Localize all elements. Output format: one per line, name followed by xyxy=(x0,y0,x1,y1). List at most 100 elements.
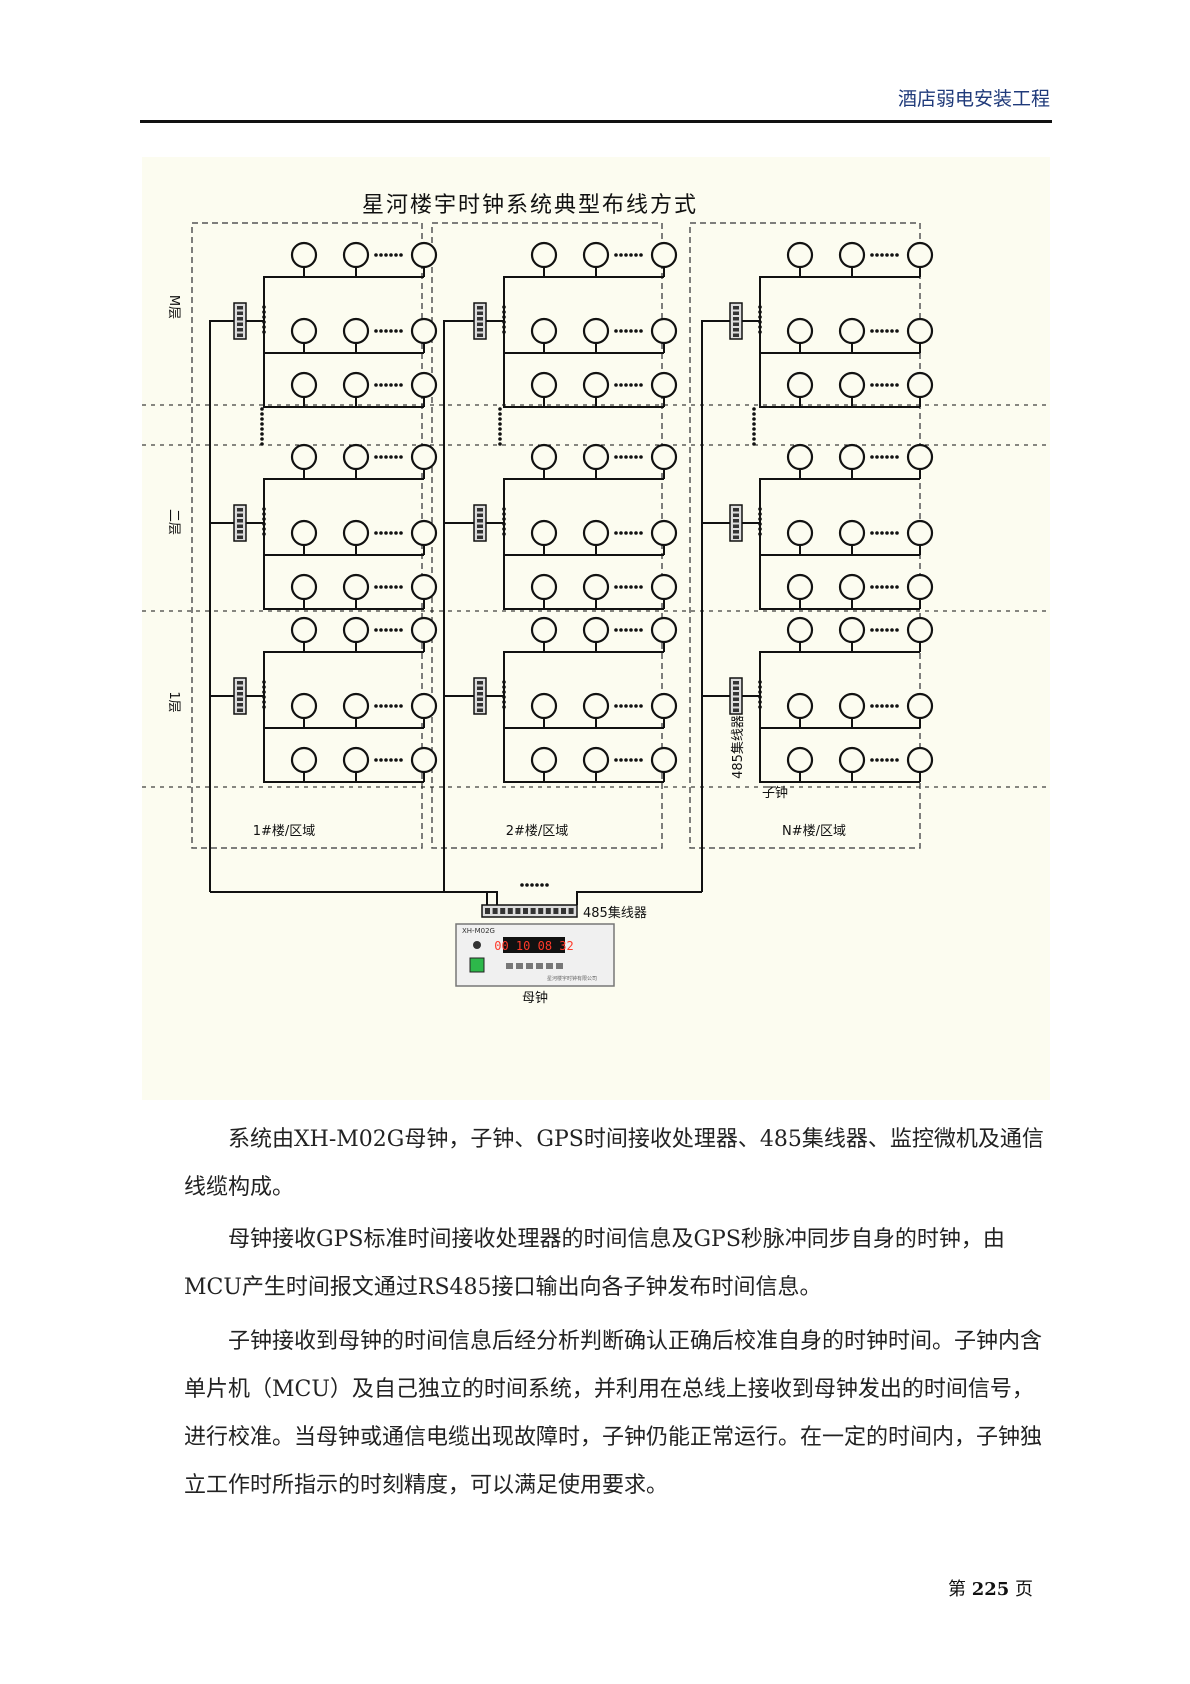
horizontal-ellipsis-dot xyxy=(885,531,889,535)
wire xyxy=(503,651,528,696)
wire xyxy=(263,696,288,783)
vertical-ellipsis-dot xyxy=(752,407,756,411)
slave-clock xyxy=(342,371,370,399)
slave-clock xyxy=(786,573,814,601)
vertical-ellipsis-dot xyxy=(758,690,762,694)
horizontal-ellipsis-dot xyxy=(639,383,643,387)
horizontal-ellipsis-dot xyxy=(895,383,899,387)
paragraph: 母钟接收GPS标准时间接收处理器的时间信息及GPS秒脉冲同步自身的时钟，由MCU… xyxy=(184,1227,1005,1300)
slave-clock xyxy=(530,746,558,774)
vertical-ellipsis-dot xyxy=(262,690,266,694)
vertical-ellipsis-dot xyxy=(502,690,506,694)
slave-clock xyxy=(410,443,438,471)
vertical-ellipsis-dot xyxy=(758,695,762,699)
vertical-ellipsis-dot xyxy=(758,700,762,704)
vertical-ellipsis-dot xyxy=(752,437,756,441)
slave-clock xyxy=(838,371,866,399)
diagram-title: 星河楼宇时钟系统典型布线方式 xyxy=(362,193,698,218)
horizontal-ellipsis-dot xyxy=(394,758,398,762)
wire xyxy=(503,321,528,408)
horizontal-ellipsis-dot xyxy=(619,585,623,589)
horizontal-ellipsis-dot xyxy=(875,455,879,459)
horizontal-ellipsis-dot xyxy=(389,253,393,257)
horizontal-ellipsis-dot xyxy=(379,585,383,589)
wire xyxy=(263,478,288,523)
vertical-ellipsis-dot xyxy=(498,427,502,431)
horizontal-ellipsis-dot xyxy=(639,253,643,257)
horizontal-ellipsis-dot xyxy=(379,329,383,333)
hub-port xyxy=(237,681,243,685)
slave-clock xyxy=(582,371,610,399)
vertical-ellipsis-dot xyxy=(262,695,266,699)
horizontal-ellipsis-dot xyxy=(890,329,894,333)
horizontal-ellipsis-dot xyxy=(399,383,403,387)
hub-port xyxy=(477,703,483,707)
vertical-ellipsis-dot xyxy=(758,522,762,526)
horizontal-ellipsis-dot xyxy=(890,704,894,708)
vertical-ellipsis-dot xyxy=(758,325,762,329)
vertical-ellipsis-dot xyxy=(498,442,502,446)
horizontal-ellipsis-dot xyxy=(614,455,618,459)
horizontal-ellipsis-dot xyxy=(870,329,874,333)
horizontal-ellipsis-dot xyxy=(895,585,899,589)
vertical-ellipsis-dot xyxy=(502,517,506,521)
vertical-ellipsis-dot xyxy=(498,412,502,416)
horizontal-ellipsis-dot xyxy=(394,704,398,708)
vertical-ellipsis-dot xyxy=(758,315,762,319)
horizontal-ellipsis-dot xyxy=(870,758,874,762)
slave-clock xyxy=(290,241,318,269)
hub-port xyxy=(733,703,739,707)
slave-clock xyxy=(342,692,370,720)
horizontal-ellipsis-dot xyxy=(394,329,398,333)
wire xyxy=(263,321,288,408)
vertical-ellipsis-dot xyxy=(752,432,756,436)
slave-clock xyxy=(290,317,318,345)
slave-clock xyxy=(410,241,438,269)
hub-port xyxy=(477,681,483,685)
time-display xyxy=(503,937,565,953)
vertical-ellipsis-dot xyxy=(758,310,762,314)
wire xyxy=(759,478,784,523)
horizontal-ellipsis-dot xyxy=(614,758,618,762)
slave-clock xyxy=(906,616,934,644)
hub-port xyxy=(237,306,243,310)
hub-port xyxy=(733,328,739,332)
horizontal-ellipsis-dot xyxy=(624,531,628,535)
horizontal-ellipsis-dot xyxy=(614,531,618,535)
horizontal-ellipsis-dot xyxy=(870,704,874,708)
hub-port xyxy=(733,686,739,690)
horizontal-ellipsis-dot xyxy=(379,455,383,459)
horizontal-ellipsis-dot xyxy=(614,585,618,589)
slave-clock xyxy=(786,317,814,345)
slave-clock xyxy=(342,746,370,774)
hub-port xyxy=(733,317,739,321)
horizontal-ellipsis-dot xyxy=(545,883,549,887)
horizontal-ellipsis-dot xyxy=(880,704,884,708)
slave-clock xyxy=(342,573,370,601)
vertical-ellipsis-dot xyxy=(498,407,502,411)
slave-clock xyxy=(650,317,678,345)
control-key xyxy=(506,963,513,969)
riser-wire xyxy=(443,320,474,892)
wire xyxy=(759,523,784,610)
vertical-ellipsis-dot xyxy=(758,512,762,516)
slave-clock xyxy=(838,317,866,345)
wire xyxy=(263,523,288,556)
main-hub xyxy=(481,904,578,918)
horizontal-ellipsis-dot xyxy=(880,628,884,632)
horizontal-ellipsis-dot xyxy=(885,329,889,333)
hub-port xyxy=(733,524,739,528)
wire xyxy=(759,696,784,729)
vertical-ellipsis-dot xyxy=(502,507,506,511)
horizontal-ellipsis-dot xyxy=(535,883,539,887)
vertical-ellipsis-dot xyxy=(502,512,506,516)
horizontal-ellipsis-dot xyxy=(379,383,383,387)
vertical-ellipsis-dot xyxy=(262,507,266,511)
horizontal-ellipsis-dot xyxy=(389,383,393,387)
vertical-ellipsis-dot xyxy=(262,310,266,314)
hub-port xyxy=(733,697,739,701)
horizontal-ellipsis-dot xyxy=(619,383,623,387)
horizontal-ellipsis-dot xyxy=(875,758,879,762)
wire xyxy=(759,696,784,783)
